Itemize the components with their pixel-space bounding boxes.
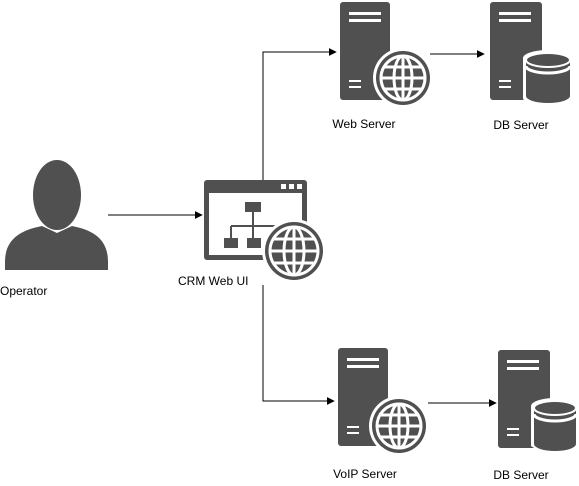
web-app-globe-icon bbox=[204, 180, 326, 283]
node-label-db-server-bottom: DB Server bbox=[493, 468, 548, 482]
node-label-operator: Operator bbox=[0, 284, 47, 298]
user-icon bbox=[5, 160, 108, 270]
server-globe-icon bbox=[338, 348, 429, 456]
server-globe-icon bbox=[340, 2, 433, 108]
server-database-icon bbox=[498, 350, 579, 452]
edge-crm-to-web-server bbox=[262, 48, 337, 180]
server-database-icon bbox=[490, 2, 573, 106]
node-label-web-server: Web Server bbox=[332, 117, 395, 131]
node-voip-server[interactable]: VoIP Server bbox=[333, 348, 429, 481]
node-operator[interactable]: Operator bbox=[0, 160, 108, 298]
node-crm-web-ui[interactable]: CRM Web UI bbox=[178, 180, 326, 288]
node-label-crm-web-ui: CRM Web UI bbox=[178, 274, 248, 288]
node-db-server-bottom[interactable]: DB Server bbox=[493, 350, 579, 482]
edge-crm-to-voip-server bbox=[262, 285, 335, 405]
node-web-server[interactable]: Web Server bbox=[332, 2, 433, 131]
node-label-voip-server: VoIP Server bbox=[333, 467, 397, 481]
node-label-db-server-top: DB Server bbox=[493, 118, 548, 132]
node-db-server-top[interactable]: DB Server bbox=[490, 2, 573, 132]
